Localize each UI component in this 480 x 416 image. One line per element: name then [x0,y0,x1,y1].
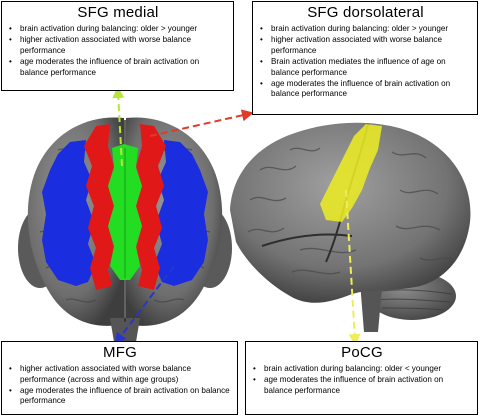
pocg-region [320,124,382,222]
sfg-dorsolateral-box: SFG dorsolateral brain activation during… [252,1,478,115]
sfg-dorsolateral-region-right [136,124,166,290]
pocg-box: PoCG brain activation during balancing: … [245,341,478,415]
sfg-dorsolateral-title: SFG dorsolateral [307,4,424,21]
mfg-box: MFG higher activation associated with wo… [1,341,238,415]
sfg-medial-box: SFG medial brain activation during balan… [1,1,234,91]
list-item: age moderates the influence of brain act… [8,57,228,78]
list-item: brain activation during balancing: older… [8,24,228,35]
sfg-medial-list: brain activation during balancing: older… [8,24,228,78]
list-item: brain activation during balancing: older… [259,24,472,35]
mfg-region-right [154,140,208,286]
list-item: age moderates the influence of brain act… [252,375,472,396]
list-item: brain activation during balancing: older… [252,364,472,375]
lateral-view-brain [230,122,471,332]
list-item: age moderates the influence of brain act… [259,79,472,100]
arrow-sfg-dorsolateral [149,109,254,137]
sfg-dorsolateral-region-left [84,124,114,290]
arrow-mfg [114,265,175,345]
frontal-view-brain [18,117,232,342]
sfg-medial-title: SFG medial [77,4,159,21]
mfg-region-left [42,140,96,286]
mfg-title: MFG [103,344,137,361]
arrow-pocg [345,189,361,346]
list-item: higher activation associated with worse … [8,364,232,385]
sfg-dorsolateral-list: brain activation during balancing: older… [259,24,472,100]
arrow-sfg-medial [112,86,125,167]
list-item: higher activation associated with worse … [259,35,472,56]
pocg-list: brain activation during balancing: older… [252,364,472,396]
list-item: Brain activation mediates the influence … [259,57,472,78]
list-item: higher activation associated with worse … [8,35,228,56]
pocg-title: PoCG [341,344,383,361]
mfg-list: higher activation associated with worse … [8,364,232,407]
list-item: age moderates the influence of brain act… [8,386,232,407]
